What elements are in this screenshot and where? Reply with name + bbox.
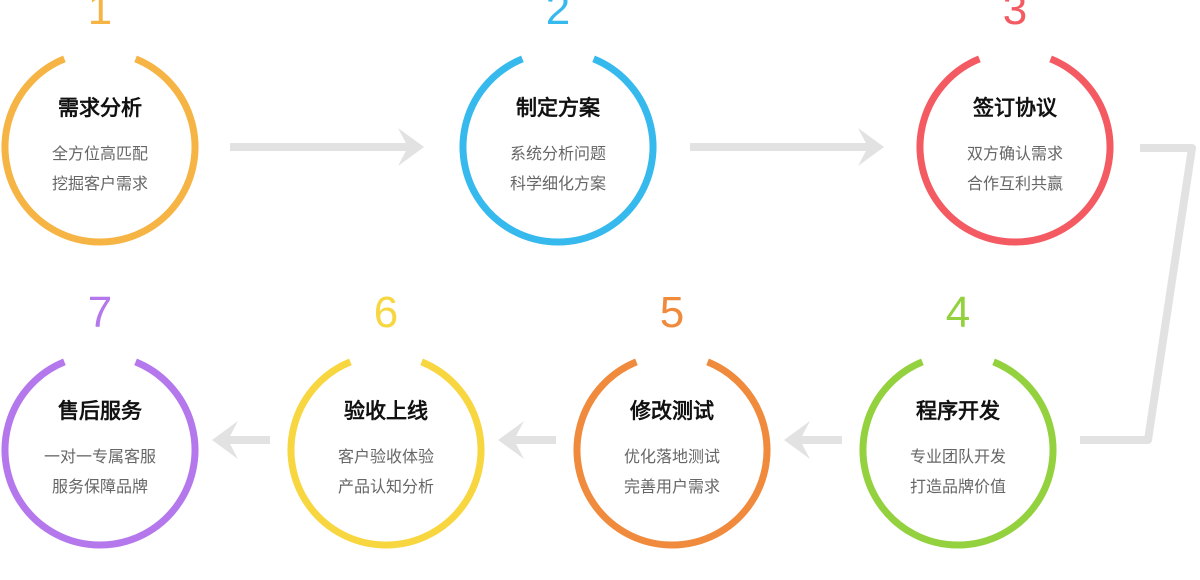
step-4: 4 程序开发 专业团队开发打造品牌价值	[858, 288, 1058, 550]
step-line: 双方确认需求	[966, 144, 1063, 163]
step-6: 6 验收上线 客户验收体验产品认知分析	[286, 288, 486, 550]
step-description: 一对一专属客服服务保障品牌	[0, 442, 200, 502]
step-number: 4	[945, 288, 971, 337]
step-description: 全方位高匹配挖掘客户需求	[0, 139, 200, 199]
step-ring	[1, 55, 199, 246]
step-number: 2	[545, 0, 571, 34]
arrowhead-icon	[212, 421, 238, 459]
arrowhead-icon	[858, 128, 884, 166]
step-3: 3 签订协议 双方确认需求合作互利共赢	[915, 0, 1115, 247]
step-2: 2 制定方案 系统分析问题科学细化方案	[458, 0, 658, 247]
step-number: 6	[373, 288, 399, 337]
step-line: 全方位高匹配	[51, 144, 148, 163]
step-title: 修改测试	[630, 399, 714, 423]
arrowhead-icon	[784, 421, 810, 459]
step-number: 7	[87, 288, 113, 337]
connector-3-4	[1080, 144, 1196, 444]
step-title: 制定方案	[516, 96, 600, 120]
step-5: 5 修改测试 优化落地测试完善用户需求	[572, 288, 772, 550]
arrowhead-icon	[398, 128, 424, 166]
step-title: 签订协议	[973, 96, 1057, 120]
step-title: 需求分析	[58, 96, 142, 120]
step-title: 验收上线	[344, 399, 428, 423]
step-title: 售后服务	[58, 399, 142, 423]
step-line: 打造品牌价值	[909, 477, 1006, 496]
step-1: 1 需求分析 全方位高匹配挖掘客户需求	[0, 0, 200, 247]
step-ring	[287, 358, 485, 549]
step-line: 系统分析问题	[509, 144, 606, 163]
step-ring	[573, 358, 771, 549]
step-line: 科学细化方案	[509, 174, 606, 193]
step-description: 客户验收体验产品认知分析	[286, 442, 486, 502]
step-line: 合作互利共赢	[966, 174, 1063, 193]
step-line: 客户验收体验	[337, 447, 434, 466]
step-line: 一对一专属客服	[43, 447, 156, 466]
step-line: 服务保障品牌	[51, 477, 148, 496]
step-number: 1	[87, 0, 113, 34]
step-7: 7 售后服务 一对一专属客服服务保障品牌	[0, 288, 200, 550]
step-line: 完善用户需求	[623, 477, 720, 496]
step-description: 专业团队开发打造品牌价值	[858, 442, 1058, 502]
step-description: 系统分析问题科学细化方案	[458, 139, 658, 199]
step-number: 3	[1002, 0, 1028, 34]
step-description: 优化落地测试完善用户需求	[572, 442, 772, 502]
step-line: 优化落地测试	[623, 447, 720, 466]
step-ring	[859, 358, 1057, 549]
step-line: 专业团队开发	[909, 447, 1006, 466]
step-line: 产品认知分析	[337, 477, 434, 496]
step-title: 程序开发	[916, 399, 1000, 423]
step-ring	[916, 55, 1114, 246]
arrowhead-icon	[498, 421, 524, 459]
step-number: 5	[659, 288, 685, 337]
step-line: 挖掘客户需求	[51, 174, 148, 193]
step-ring	[1, 358, 199, 549]
step-ring	[459, 55, 657, 246]
step-description: 双方确认需求合作互利共赢	[915, 139, 1115, 199]
